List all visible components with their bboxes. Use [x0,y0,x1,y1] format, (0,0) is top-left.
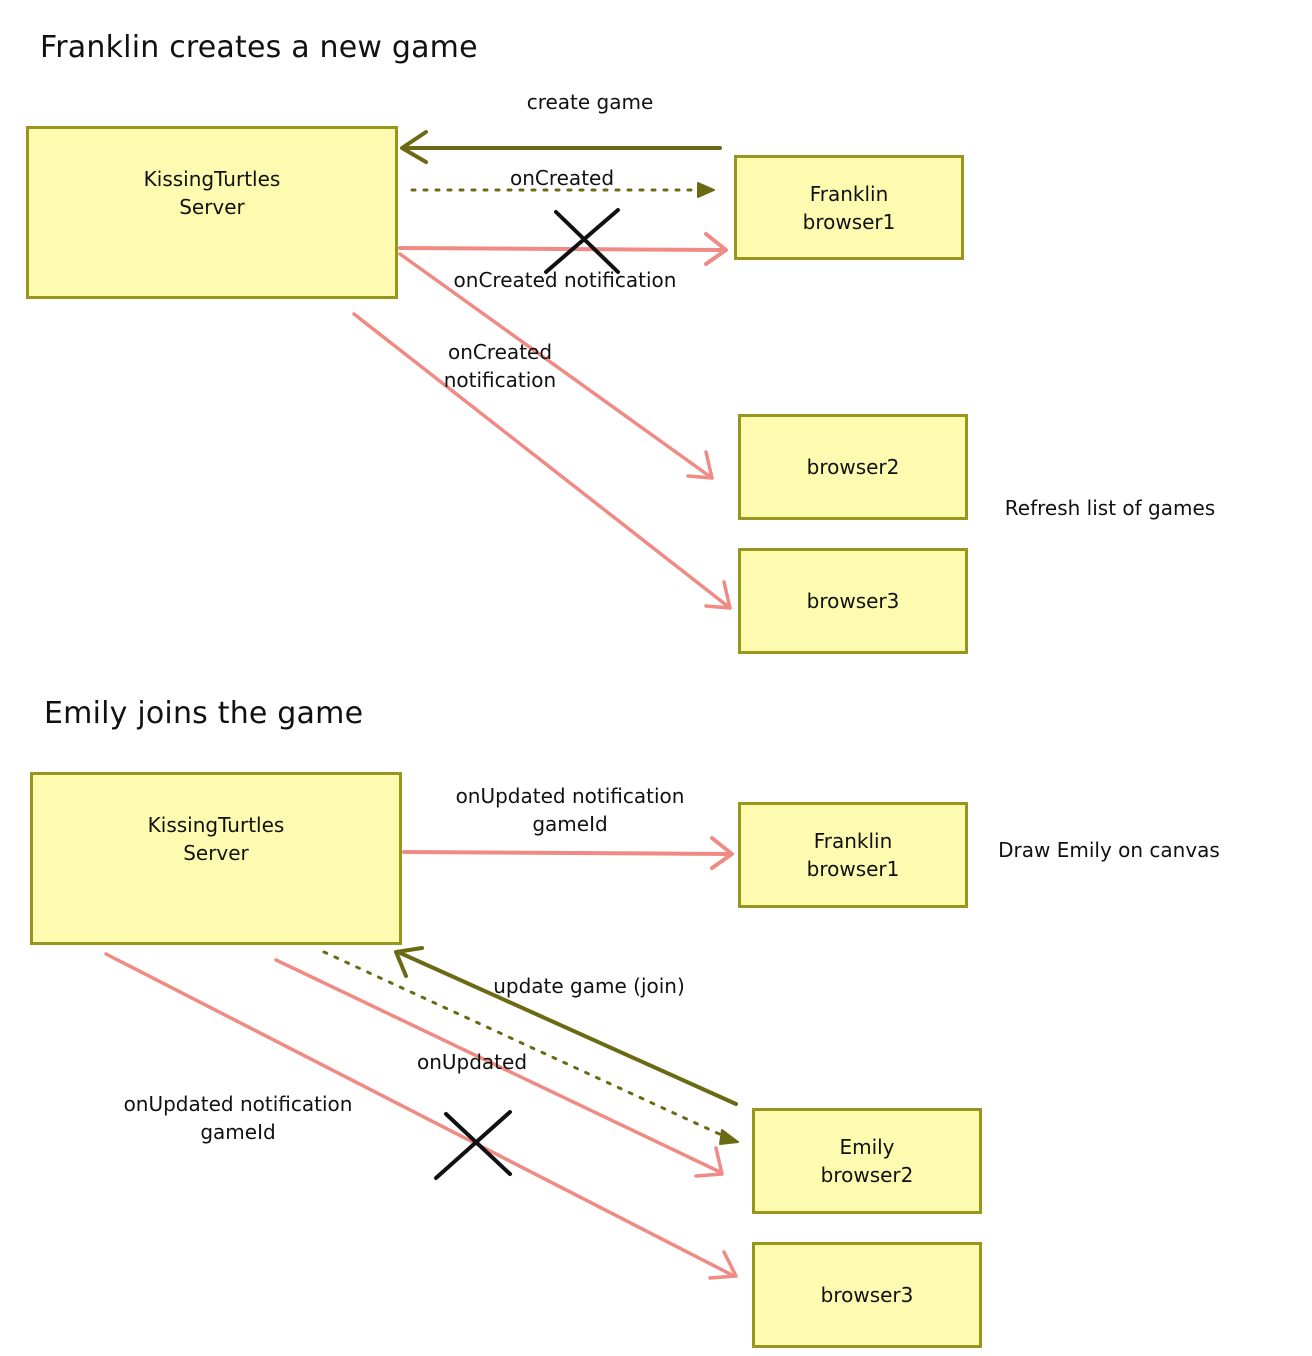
on-created-notification-arrow-browser1 [398,246,724,252]
browser3-box-2: browser3 [752,1242,982,1348]
draw-emily-note: Draw Emily on canvas [998,838,1220,862]
server-label-2: KissingTurtles Server [147,812,285,865]
on-created-notification-label-2: onCreated notification [443,340,557,392]
franklin-label-2: Franklin browser1 [806,829,900,881]
franklin-browser1-box-2: Franklin browser1 [738,802,968,908]
franklin-label-1: Franklin browser1 [802,181,896,234]
on-updated-notification-arrow-browser1 [402,850,730,856]
blocked-x-mark-1 [544,208,620,274]
browser2-label-1: browser2 [806,455,900,479]
on-updated-notification-label-left: onUpdated notification gameId [123,1092,353,1144]
on-created-notification-arrowhead-browser2 [686,450,714,480]
browser3-label-1: browser3 [806,589,900,613]
refresh-note: Refresh list of games [1004,496,1216,520]
on-updated-notification-arrowhead-emily [694,1146,724,1178]
browser2-box-1: browser2 [738,414,968,520]
emily-browser2-box: Emily browser2 [752,1108,982,1214]
server-box-1: KissingTurtles Server [26,126,398,299]
on-created-label: onCreated [509,166,615,190]
blocked-x-mark-2 [434,1110,512,1180]
on-updated-arrowhead [719,1129,739,1145]
on-updated-notification-label-top: onUpdated notification gameId [455,784,685,836]
on-created-notification-arrowhead-browser1 [704,232,728,266]
on-created-arrowhead [697,182,715,198]
franklin-browser1-box-1: Franklin browser1 [734,155,964,260]
on-created-notification-label: onCreated notification [453,268,677,292]
create-game-label: create game [526,90,654,114]
on-updated-label: onUpdated [416,1050,528,1074]
server-label-1: KissingTurtles Server [143,166,281,219]
update-game-label: update game (join) [493,974,685,998]
update-game-arrowhead [394,946,424,978]
browser3-box-1: browser3 [738,548,968,654]
emily-label: Emily browser2 [820,1135,914,1187]
on-updated-notification-arrowhead-browser1 [710,836,734,870]
on-created-notification-arrowhead-browser3 [704,580,732,610]
server-box-2: KissingTurtles Server [30,772,402,945]
on-updated-notification-arrowhead-browser3 [708,1250,738,1280]
browser3-label-2: browser3 [820,1283,914,1307]
create-game-arrowhead [400,130,428,164]
section1-title: Franklin creates a new game [40,30,478,65]
section2-title: Emily joins the game [44,696,364,731]
